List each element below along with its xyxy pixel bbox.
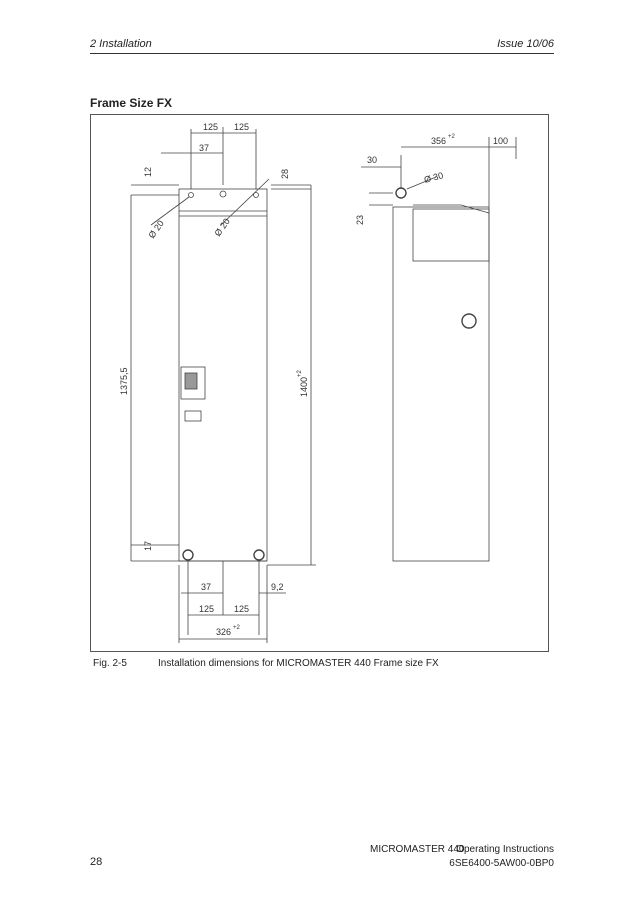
section-title: Frame Size FX xyxy=(90,96,173,110)
dim-37-bottom: 37 xyxy=(201,582,211,592)
header-rule xyxy=(90,53,554,54)
bottom-mount-hole-left xyxy=(182,549,194,561)
dim-356: 356 xyxy=(431,136,446,146)
dim-326-tolerance: +2 xyxy=(233,625,241,631)
dim-125-top-left: 125 xyxy=(203,122,218,132)
dim-125-top-right: 125 xyxy=(234,122,249,132)
dim-17: 17 xyxy=(143,541,153,551)
dim-12: 12 xyxy=(143,167,153,177)
footer-order-code: 6SE6400-5AW00-0BP0 xyxy=(449,858,554,869)
header-issue: Issue 10/06 xyxy=(497,38,554,50)
figure-frame: 125 125 37 12 28 Ø 20 Ø 20 1375,5 1400 +… xyxy=(90,114,549,652)
footer-product: MICROMASTER 440 xyxy=(370,844,465,855)
figure-number: Fig. 2-5 xyxy=(93,658,127,669)
dim-125-bottom-right: 125 xyxy=(234,604,249,614)
dim-diameter-20-mid: Ø 20 xyxy=(212,216,231,238)
dim-326: 326 xyxy=(216,627,231,637)
side-mount-hole xyxy=(395,187,407,199)
dim-1400-tolerance: +2 xyxy=(297,369,303,377)
dim-37-top: 37 xyxy=(199,143,209,153)
page-number: 28 xyxy=(90,856,103,868)
side-cable-entry xyxy=(461,313,477,329)
dim-100: 100 xyxy=(493,136,508,146)
figure-caption: Installation dimensions for MICROMASTER … xyxy=(158,658,439,669)
front-display-panel xyxy=(180,366,206,400)
dim-356-tolerance: +2 xyxy=(448,134,456,140)
dim-diameter-30: Ø 30 xyxy=(423,170,444,185)
footer-manual: Operating Instructions xyxy=(456,844,554,855)
dim-28: 28 xyxy=(280,169,290,179)
dim-125-bottom-left: 125 xyxy=(199,604,214,614)
header-chapter: 2 Installation xyxy=(90,38,152,50)
dim-9-2: 9,2 xyxy=(271,582,284,592)
dim-30: 30 xyxy=(367,155,377,165)
dimension-drawing: 125 125 37 12 28 Ø 20 Ø 20 1375,5 1400 +… xyxy=(119,122,517,643)
dim-23: 23 xyxy=(355,215,365,225)
dim-diameter-20-left: Ø 20 xyxy=(146,218,165,240)
side-cabinet-outline xyxy=(392,206,490,562)
dim-1400: 1400 xyxy=(299,377,309,397)
dim-1375-5: 1375,5 xyxy=(119,367,129,395)
bottom-mount-hole-right xyxy=(253,549,265,561)
